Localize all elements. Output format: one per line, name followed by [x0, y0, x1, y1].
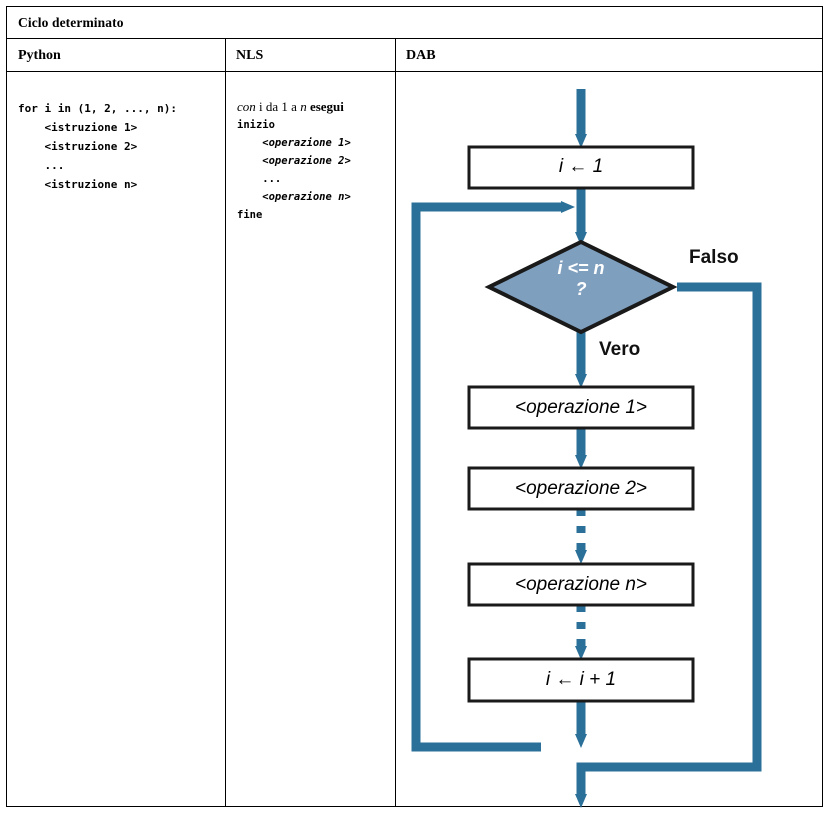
nls-operazione-1: <operazione 1> [237, 137, 351, 149]
column-header-python: Python [18, 48, 61, 63]
python-code-block: for i in (1, 2, ..., n): <istruzione 1> … [18, 102, 177, 191]
edge-label-vero: Vero [599, 339, 641, 360]
nls-var-i: i [255, 99, 266, 114]
nls-keyword-inizio: inizio [237, 119, 275, 131]
page-title: Ciclo determinato [18, 15, 124, 30]
node-condition-label-line2: ? [575, 279, 587, 299]
table-title-row [7, 7, 822, 39]
edge-loop-back [411, 201, 575, 752]
nls-pseudocode-block: con i da 1 a n esegui inizio <operazione… [237, 97, 392, 224]
nls-var-n: n [300, 99, 307, 114]
column-header-nls: NLS [236, 48, 264, 63]
nls-keyword-con: con [237, 99, 256, 114]
flowchart-svg [411, 89, 762, 808]
comparison-table: Ciclo determinato Python NLS DAB for i i… [6, 6, 823, 808]
column-header-dab: DAB [406, 48, 436, 63]
nls-operazione-2: <operazione 2> [237, 155, 351, 167]
nls-ellipsis: ... [237, 173, 282, 185]
nls-range-da-a: da 1 a [265, 99, 301, 114]
dab-flowchart: i ← 1 i <= n ? <operazione 1> <operazion… [396, 73, 829, 813]
node-opn-box [467, 562, 695, 607]
nls-keyword-fine: fine [237, 209, 263, 221]
column-divider-1 [225, 39, 226, 806]
node-op2-box [467, 466, 695, 511]
flow-nodes [467, 145, 695, 703]
node-condition-diamond [484, 239, 678, 335]
nls-keyword-esegui: esegui [306, 99, 344, 114]
node-incr-box [467, 657, 695, 703]
node-op1-box [467, 385, 695, 430]
flow-edges [411, 89, 762, 808]
table-header-row [7, 39, 822, 72]
column-divider-2 [395, 39, 396, 806]
nls-operazione-n: <operazione n> [237, 191, 351, 203]
node-init-box [467, 145, 695, 190]
node-condition-label-line1: i <= n [557, 258, 605, 278]
edge-label-falso: Falso [689, 247, 739, 268]
nls-line-header: con i da 1 a n esegui [237, 97, 392, 116]
edge-cond-false-to-exit [575, 282, 762, 808]
